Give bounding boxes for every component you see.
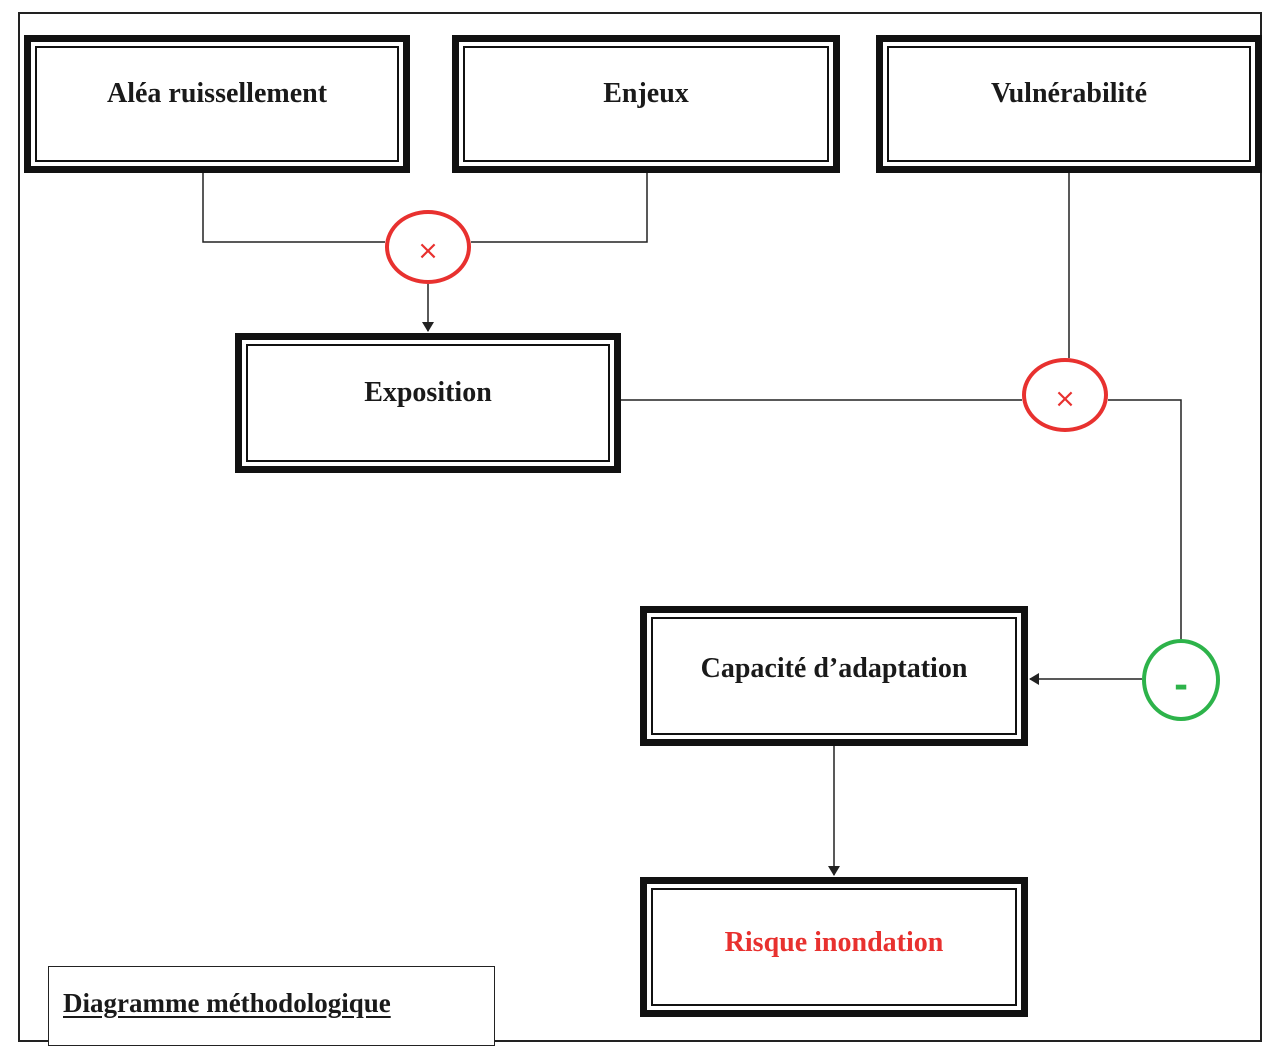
node-risque-inondation: Risque inondation (640, 877, 1028, 1017)
minus-operator-icon: - (1142, 639, 1220, 721)
connector-mult2-to-minus (1108, 399, 1182, 639)
operator-symbol: × (417, 236, 439, 266)
node-vulnerabilite: Vulnérabilité (876, 35, 1262, 173)
legend-title: Diagramme méthodologique (63, 988, 391, 1018)
node-label: Aléa ruissellement (106, 78, 328, 109)
connector-alea-to-mult1 (202, 173, 385, 243)
node-label: Exposition (364, 377, 492, 408)
node-label: Capacité d’adaptation (700, 653, 968, 684)
node-label: Risque inondation (724, 927, 944, 958)
multiply-operator-icon: × (385, 210, 471, 284)
node-capacite-adaptation: Capacité d’adaptation (640, 606, 1028, 746)
node-label: Enjeux (603, 78, 689, 109)
operator-symbol: × (1054, 384, 1076, 414)
node-enjeux: Enjeux (452, 35, 840, 173)
node-exposition: Exposition (235, 333, 621, 473)
operator-symbol: - (1173, 666, 1189, 706)
node-label: Vulnérabilité (990, 78, 1148, 109)
legend-box: Diagramme méthodologique (48, 966, 495, 1046)
node-alea-ruissellement: Aléa ruissellement (24, 35, 410, 173)
connector-enjeux-to-mult1 (471, 173, 648, 243)
multiply-operator-icon: × (1022, 358, 1108, 432)
